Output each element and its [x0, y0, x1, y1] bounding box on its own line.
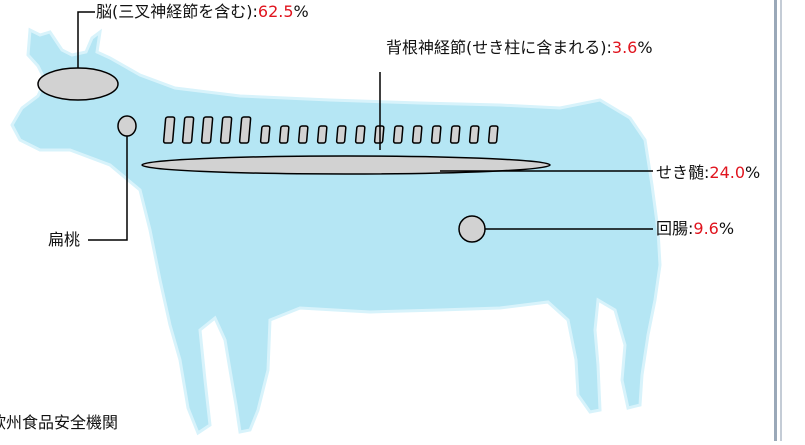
source-caption: 欧州食品安全機関: [0, 413, 119, 432]
vertebra: [335, 125, 347, 144]
ileum-label-name: 回腸: [656, 219, 689, 238]
right-border: [774, 0, 777, 441]
vertebra: [373, 125, 385, 144]
brain-label-value: 62.5: [257, 2, 294, 21]
vertebra: [238, 116, 252, 144]
vertebra: [200, 116, 214, 144]
spinal-cord-organ: [141, 155, 551, 175]
vertebrae-group: [162, 116, 499, 144]
spinal-cord-label-unit: %: [745, 163, 761, 182]
vertebra: [162, 116, 176, 144]
brain-label: 脳(三叉神経節を含む):62.5%: [96, 2, 309, 22]
tonsil-label-name: 扁桃: [48, 230, 81, 249]
vertebra: [430, 125, 442, 144]
tonsil-organ: [117, 115, 137, 137]
ileum-label: 回腸:9.6%: [656, 219, 734, 239]
vertebra: [392, 125, 404, 144]
drg-label-unit: %: [637, 38, 653, 57]
spinal-cord-label-name: せき髄: [656, 163, 705, 182]
brain-label-sep: :: [252, 2, 258, 21]
vertebra: [316, 125, 328, 144]
ileum-label-value: 9.6: [693, 219, 719, 238]
brain-organ: [37, 67, 119, 101]
vertebra: [297, 125, 309, 144]
vertebra: [259, 125, 271, 144]
drg-label: 背根神経節(せき柱に含まれる):3.6%: [386, 38, 653, 58]
vertebra: [449, 125, 461, 144]
right-border-inner: [780, 0, 782, 441]
vertebra: [219, 116, 233, 144]
ileum-label-sep: :: [688, 219, 694, 238]
tonsil-leader-line: [88, 136, 128, 241]
vertebra: [354, 125, 366, 144]
brain-label-name: 脳(三叉神経節を含む): [96, 2, 253, 21]
vertebra: [278, 125, 290, 144]
spinal-cord-label-value: 24.0: [709, 163, 746, 182]
vertebra: [487, 125, 499, 144]
brain-leader-line: [77, 11, 95, 68]
vertebra: [411, 125, 423, 144]
tonsil-label: 扁桃: [48, 230, 80, 250]
drg-label-value: 3.6: [611, 38, 638, 57]
spinal-cord-label: せき髄:24.0%: [656, 163, 760, 183]
spinal-cord-label-sep: :: [704, 163, 710, 182]
drg-label-sep: :: [606, 38, 612, 57]
vertebra: [181, 116, 195, 144]
brain-label-unit: %: [293, 2, 309, 21]
vertebra: [468, 125, 480, 144]
ileum-organ: [458, 215, 486, 243]
ileum-label-unit: %: [718, 219, 735, 238]
drg-label-name: 背根神経節(せき柱に含まれる): [386, 38, 607, 57]
